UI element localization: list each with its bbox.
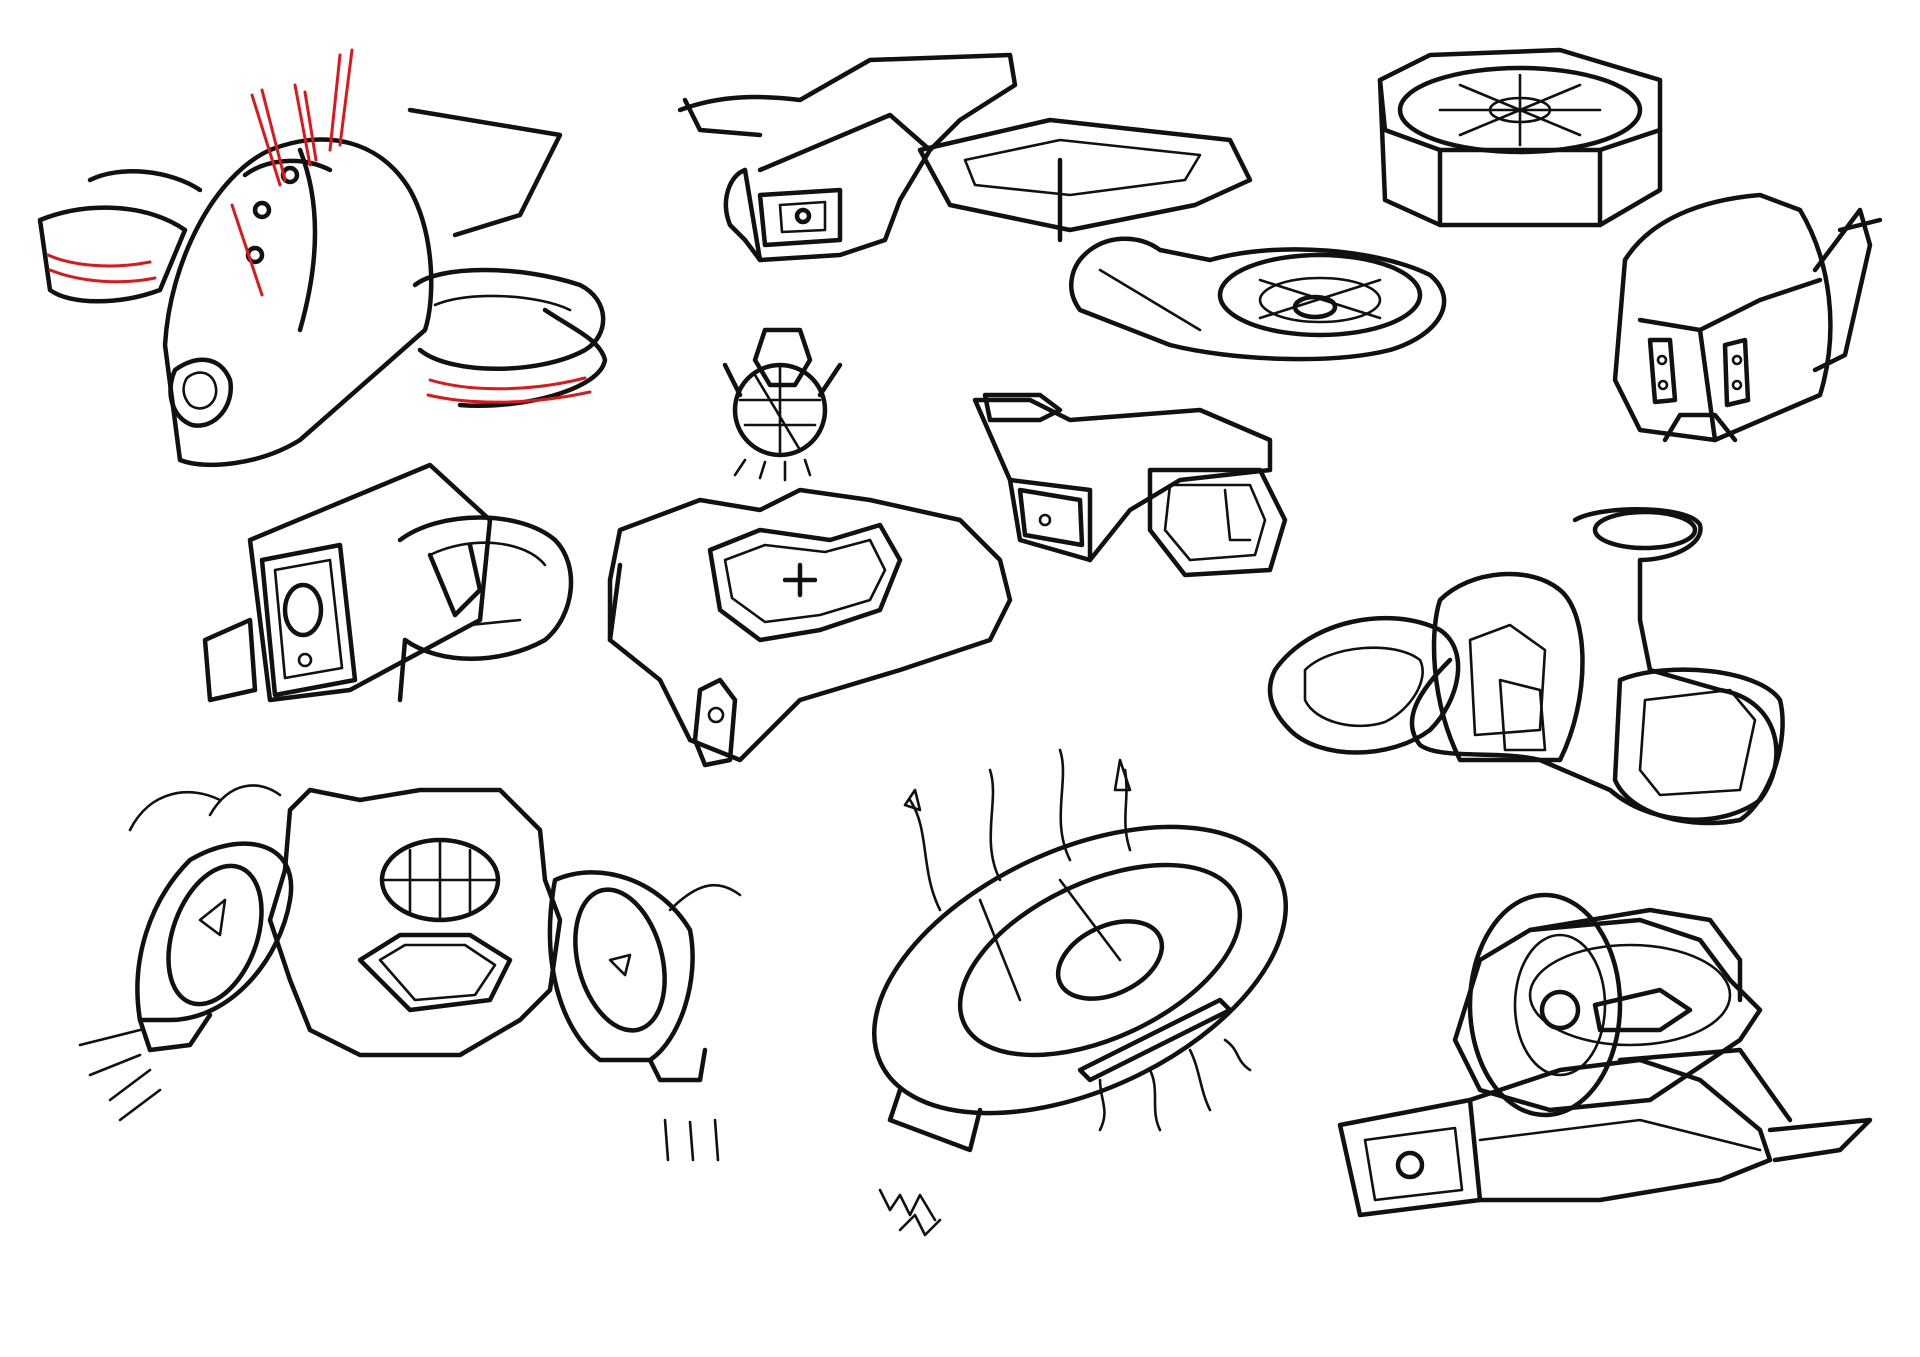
tri-arm-drone-icon (607, 487, 1013, 768)
wheel-drone-icon (1337, 892, 1873, 1218)
box-head-drone-icon (972, 392, 1288, 578)
globe-drone-icon (722, 327, 843, 482)
ellipse-disc-drone-icon (872, 748, 1288, 1237)
hover-pod-drone-icon (78, 784, 742, 1162)
dome-drone-icon (37, 48, 608, 468)
twin-pod-drone-icon (202, 462, 574, 703)
cluster-drone-icon (1267, 507, 1785, 826)
octagon-fan-drone-icon (1377, 47, 1663, 228)
camera-drone-icon (1612, 192, 1883, 443)
box-body-drone-icon (677, 52, 1253, 263)
ring-fan-drone-icon (1069, 236, 1447, 362)
